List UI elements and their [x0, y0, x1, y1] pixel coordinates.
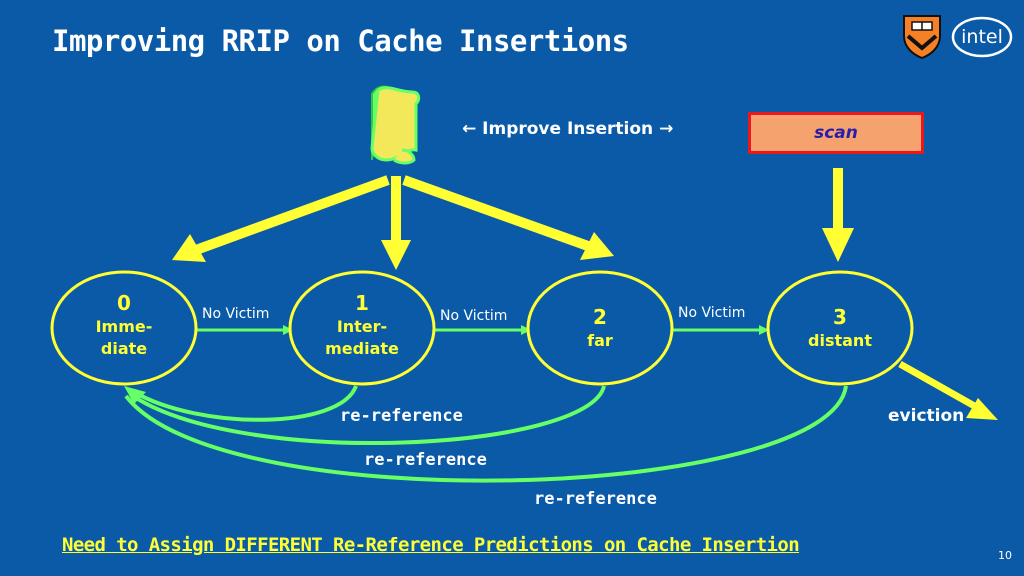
scan-box: scan — [748, 112, 924, 154]
re-reference-curve-3 — [124, 385, 848, 483]
state-0: 0 Imme- diate — [64, 290, 184, 360]
state-1-ellipse — [288, 270, 436, 386]
no-victim-label-1-2: No Victim — [440, 308, 508, 324]
state-1: 1 Inter- mediate — [302, 290, 422, 360]
no-victim-label-0-1: No Victim — [202, 306, 270, 322]
re-reference-curve-2 — [128, 385, 606, 446]
state-0-label-line2: diate — [100, 339, 148, 358]
re-reference-arrows — [124, 385, 848, 483]
eviction-arrow — [898, 360, 980, 412]
eviction-label: eviction — [888, 406, 965, 426]
state-nodes — [50, 270, 914, 386]
state-3-ellipse — [766, 270, 914, 386]
state-0-ellipse — [50, 270, 198, 386]
no-victim-label-2-3: No Victim — [678, 305, 746, 321]
re-reference-label-2: re-reference — [364, 450, 487, 470]
re-reference-label-3: re-reference — [534, 489, 657, 509]
princeton-shield-icon — [903, 15, 941, 60]
insertion-arrows — [172, 168, 998, 420]
re-reference-label-1: re-reference — [340, 406, 463, 426]
insertion-arrow-to-0 — [194, 175, 390, 255]
state-1-number: 1 — [355, 291, 369, 315]
intel-logo-text: intel — [961, 26, 1003, 48]
footer-note: Need to Assign DIFFERENT Re-Reference Pr… — [62, 534, 800, 556]
intel-logo-icon: intel — [951, 16, 1013, 58]
insertion-arrowhead-2 — [580, 232, 614, 260]
insertion-arrowhead-1 — [381, 240, 411, 270]
state-2-label-line1: far — [587, 331, 613, 350]
improve-insertion-label: ← Improve Insertion → — [462, 119, 674, 139]
re-reference-arrowhead — [124, 386, 146, 404]
slide-title: Improving RRIP on Cache Insertions — [52, 24, 629, 58]
state-1-label-line1: Inter- — [336, 317, 388, 336]
state-2-number: 2 — [593, 305, 607, 329]
state-2-ellipse — [526, 270, 674, 386]
page-number: 10 — [998, 549, 1012, 562]
scan-label: scan — [814, 123, 858, 143]
state-2: 2 far — [540, 304, 660, 352]
state-3-number: 3 — [833, 305, 847, 329]
state-0-label-line1: Imme- — [95, 317, 153, 336]
insertion-arrowhead-0 — [172, 234, 206, 262]
state-1-label-line2: mediate — [325, 339, 399, 358]
scan-arrowhead — [822, 228, 854, 262]
state-0-number: 0 — [117, 291, 131, 315]
insertion-arrow-to-2 — [402, 175, 590, 251]
eviction-arrowhead — [966, 398, 998, 420]
scroll-icon — [370, 85, 421, 165]
re-reference-curve-1 — [133, 385, 358, 422]
state-3-label-line1: distant — [808, 331, 872, 350]
state-3: 3 distant — [780, 304, 900, 352]
